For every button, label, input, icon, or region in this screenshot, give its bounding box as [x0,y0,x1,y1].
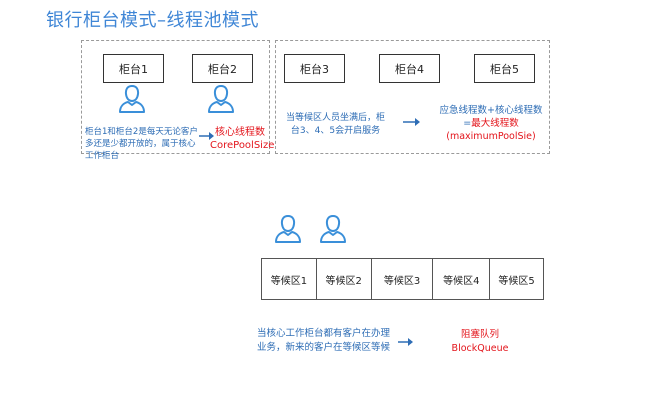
counter-5: 柜台5 [474,54,535,83]
core-description: 柜台1和柜台2是每天无论客户多还是少都开放的，属于核心工作柜台 [85,127,198,161]
equals-sign: = [463,118,472,129]
arrow-right-icon [403,118,420,126]
person-icon [119,85,145,113]
block-queue-name: BlockQueue [451,343,509,354]
arrow-right-icon [199,132,214,140]
counter-4: 柜台4 [379,54,440,83]
person-icon [208,85,234,113]
counter-2: 柜台2 [192,54,253,83]
counter-1: 柜台1 [103,54,164,83]
person-icon [320,215,346,243]
max-pool-size: (maximumPoolSie) [446,131,536,142]
waiting-area-1: 等候区1 [262,259,317,299]
queue-description: 当核心工作柜台都有客户在办理业务，新来的客户在等候区等候 [257,328,391,353]
max-pool-line: =最大线程数 [432,117,550,131]
waiting-area-2: 等候区2 [317,259,372,299]
counter-3: 柜台3 [284,54,345,83]
core-pool-label: 核心线程数 [215,127,265,138]
max-pool-label: 最大线程数 [471,118,519,129]
extra-description: 当等候区人员坐满后，柜台3、4、5会开启服务 [285,113,385,136]
extra-counters-group [275,40,550,154]
page-title: 银行柜台模式–线程池模式 [46,10,259,31]
arrow-right-icon [398,338,413,346]
waiting-area-4: 等候区4 [433,259,491,299]
max-formula: 应急线程数+核心线程数 [439,105,543,116]
waiting-queue: 等候区1 等候区2 等候区3 等候区4 等候区5 [261,258,544,300]
core-pool-size: CorePoolSize [210,140,275,151]
waiting-area-3: 等候区3 [372,259,434,299]
person-icon [275,215,301,243]
block-queue-label: 阻塞队列 [460,329,499,340]
waiting-area-5: 等候区5 [498,275,535,287]
core-counters-group [81,40,270,154]
